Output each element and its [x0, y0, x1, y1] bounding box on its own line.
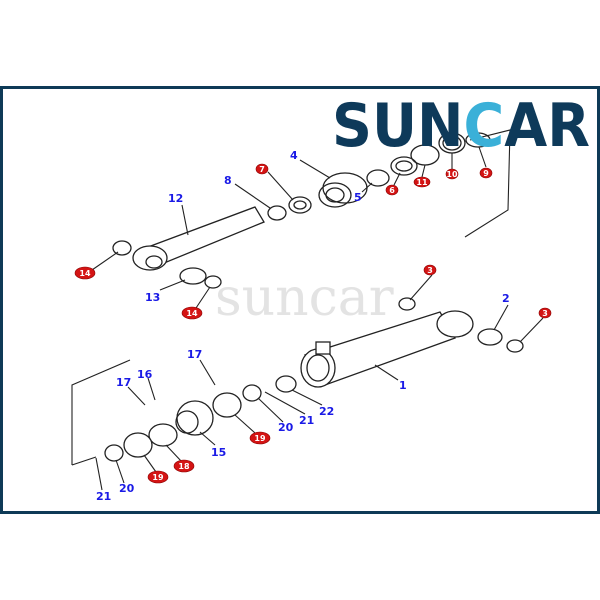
- part-2: [477, 328, 503, 346]
- badge-6: 6: [385, 184, 399, 196]
- part-6: [390, 156, 418, 176]
- svg-text:18: 18: [178, 462, 190, 471]
- piston-bracket: [71, 359, 131, 465]
- badge-9: 9: [479, 167, 493, 179]
- part-5: [366, 169, 390, 187]
- svg-text:3: 3: [542, 309, 548, 318]
- callout-17b: 17: [187, 348, 202, 361]
- svg-text:19: 19: [152, 473, 164, 482]
- callout-22: 22: [319, 405, 334, 418]
- callout-4: 4: [290, 149, 298, 162]
- badge-10: 10: [445, 168, 459, 180]
- callout-12: 12: [168, 192, 183, 205]
- part-3b: [506, 339, 524, 353]
- cylinder-eye: [436, 310, 474, 338]
- watermark: suncar: [215, 268, 394, 328]
- svg-text:14: 14: [79, 269, 91, 278]
- svg-text:19: 19: [254, 434, 266, 443]
- callout-16: 16: [137, 368, 153, 381]
- badge-7: 7: [255, 163, 269, 175]
- part-14b: [204, 275, 222, 289]
- part-3a: [398, 297, 416, 311]
- svg-text:3: 3: [427, 266, 433, 275]
- part-20a: [242, 384, 262, 402]
- callout-8: 8: [224, 174, 232, 187]
- callout-2: 2: [502, 292, 510, 305]
- part-9: [465, 132, 491, 148]
- svg-text:14: 14: [186, 309, 198, 318]
- svg-text:SUNCAR: SUNCAR: [332, 91, 590, 161]
- part-8: [267, 205, 287, 221]
- callout-13: 13: [145, 291, 160, 304]
- badge-19a: 19: [249, 431, 271, 445]
- svg-text:9: 9: [483, 169, 489, 178]
- callout-21b: 21: [96, 490, 111, 503]
- badge-3a: 3: [423, 264, 437, 276]
- svg-text:6: 6: [389, 186, 395, 195]
- part-20b: [104, 444, 124, 462]
- callout-1: 1: [399, 379, 407, 392]
- svg-text:10: 10: [446, 170, 458, 179]
- badge-14b: 14: [181, 306, 203, 320]
- badge-14a: 14: [74, 266, 96, 280]
- badge-11: 11: [413, 176, 431, 188]
- callout-20a: 20: [278, 421, 294, 434]
- badge-19b: 19: [147, 470, 169, 484]
- callout-17a: 17: [116, 376, 131, 389]
- part-22: [275, 375, 297, 393]
- part-19a: [212, 392, 242, 418]
- part-18: [148, 423, 178, 447]
- group-bracket: [464, 129, 511, 238]
- callout-5: 5: [354, 191, 362, 204]
- part-14a: [112, 240, 132, 256]
- suncar-logo: SUNCAR: [332, 91, 590, 161]
- port: [315, 341, 331, 355]
- part-19b: [123, 432, 153, 458]
- callout-21a: 21: [299, 414, 314, 427]
- svg-text:7: 7: [259, 165, 265, 174]
- rod-eye: [132, 245, 168, 271]
- badge-3b: 3: [538, 307, 552, 319]
- red-callouts: 3 3 6 7 9 10 11 14 14 18 19 19: [74, 163, 552, 484]
- callout-20b: 20: [119, 482, 135, 495]
- diagram-frame: [0, 86, 600, 514]
- part-7: [288, 196, 312, 214]
- badge-18: 18: [173, 459, 195, 473]
- blue-callouts: 1 2 4 5 8 12 13 15 16 17 17 20 20 21 21 …: [96, 149, 510, 503]
- svg-text:11: 11: [416, 178, 428, 187]
- part-13: [179, 267, 207, 285]
- callout-15: 15: [211, 446, 226, 459]
